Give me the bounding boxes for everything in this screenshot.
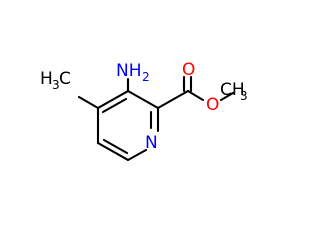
bond-c5-c6 <box>96 141 130 162</box>
amino-group-label: NH 2 <box>116 61 150 84</box>
carbonyl-o-label: O <box>182 60 195 80</box>
bond-c3-c4-inner <box>101 97 128 114</box>
bond-c3-c2 <box>126 89 160 110</box>
bond-c3-c4 <box>96 89 130 110</box>
bond-c5-c6-inner <box>102 138 129 155</box>
molecule-structure: NH 2 N O O CH 3 H 3 C <box>40 60 248 162</box>
pyridine-ring <box>96 89 160 162</box>
amino-n-label: NH <box>116 61 142 81</box>
bond-c4-methyl <box>77 95 100 110</box>
methyl-subscript: 3 <box>52 78 60 92</box>
methoxy-label: CH 3 <box>220 80 248 103</box>
bond-carbonyl-ester-o <box>186 89 205 102</box>
ring-n-label: N <box>145 133 158 153</box>
amino-subscript: 2 <box>142 70 150 84</box>
methoxy-c-label: CH <box>220 80 245 100</box>
bond-c6-n <box>126 148 148 162</box>
methoxy-subscript: 3 <box>240 89 248 103</box>
methyl-c-label: C <box>59 69 71 89</box>
methyl-h-label: H <box>40 69 53 89</box>
ester-o-label: O <box>206 95 219 115</box>
bond-c2-carbonyl <box>156 89 190 110</box>
bond-ester-o-methyl <box>219 91 235 102</box>
methyl-label: H 3 C <box>40 69 71 92</box>
